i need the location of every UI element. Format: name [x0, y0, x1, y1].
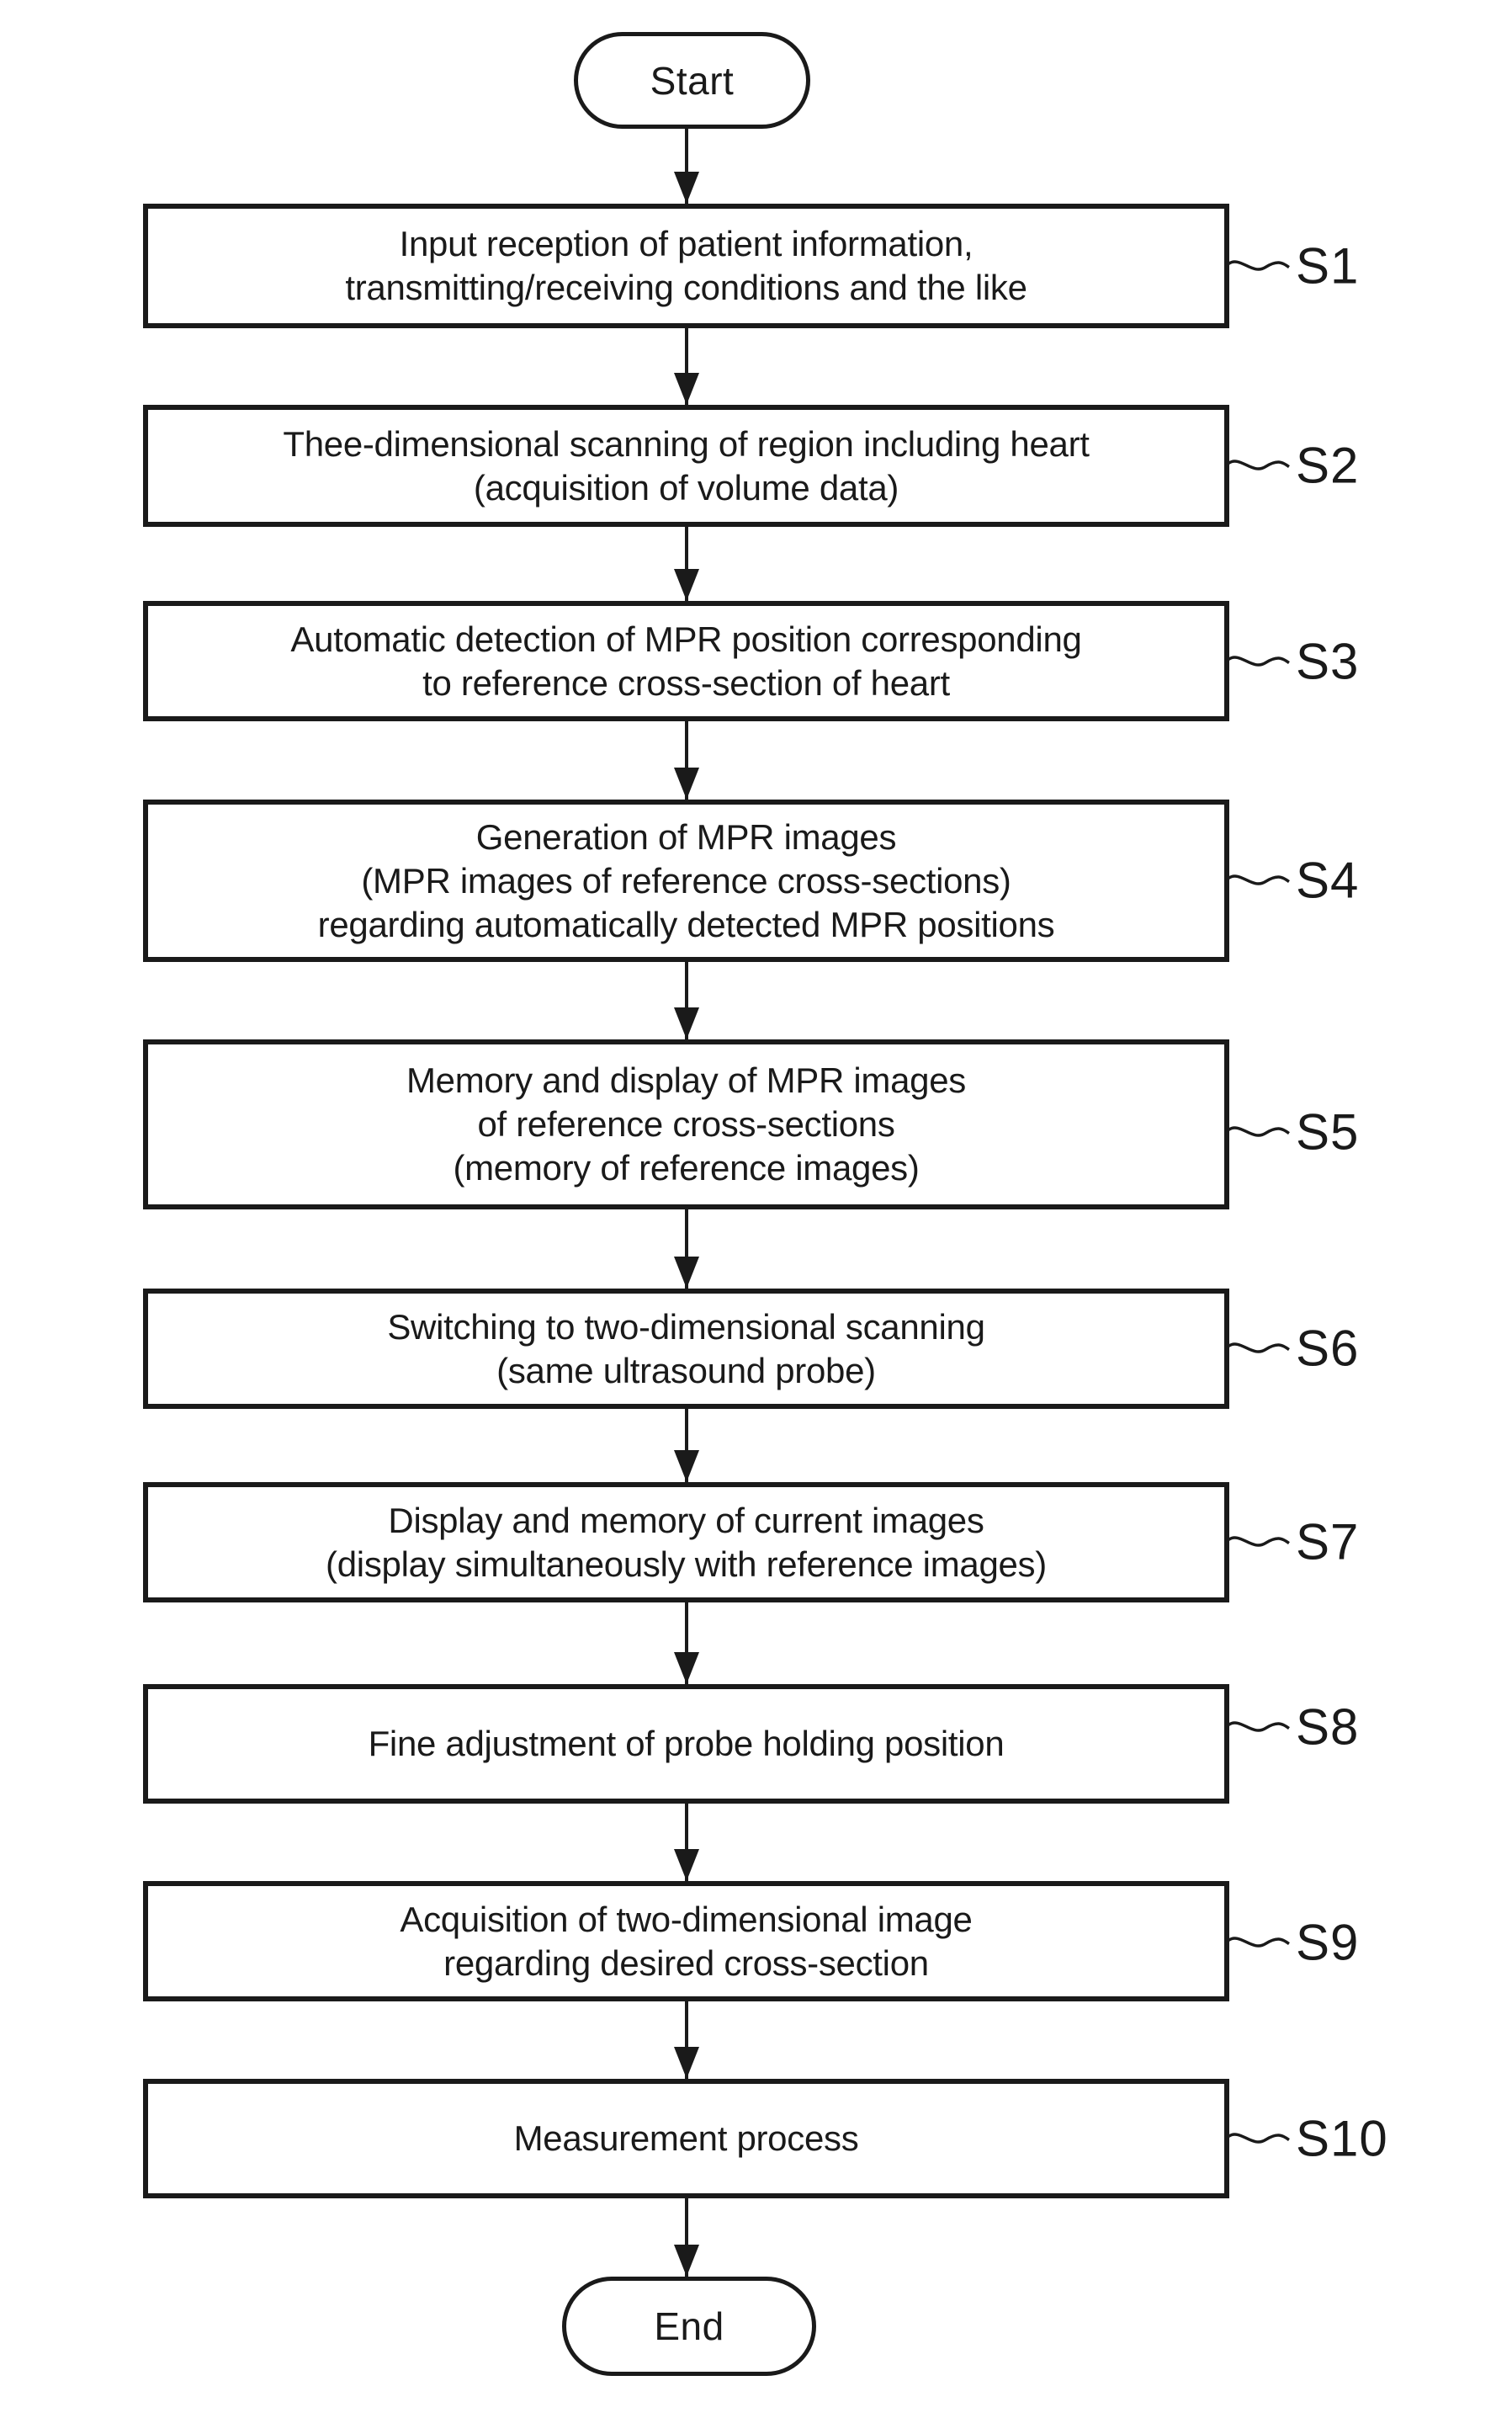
step-text-line: Memory and display of MPR images	[406, 1060, 966, 1100]
step-label-s10: S10	[1227, 2110, 1388, 2168]
step-text-line: transmitting/receiving conditions and th…	[345, 268, 1027, 307]
label-connector	[1227, 459, 1290, 470]
step-id: S6	[1296, 1320, 1360, 1377]
step-label-s8: S8	[1227, 1698, 1359, 1756]
step-label-s5: S5	[1227, 1103, 1359, 1161]
label-connector	[1227, 1342, 1290, 1353]
step-label-s4: S4	[1227, 852, 1359, 910]
label-connector	[1227, 874, 1290, 885]
label-connector	[1227, 2132, 1290, 2144]
label-connector	[1227, 655, 1290, 667]
step-id: S7	[1296, 1513, 1360, 1570]
step-text-line: Measurement process	[513, 2118, 859, 2158]
flow-arrow	[685, 525, 688, 601]
step-label-s1: S1	[1227, 237, 1359, 295]
step-text: Input reception of patient information, …	[345, 222, 1027, 310]
step-id: S3	[1296, 633, 1360, 690]
start-terminal: Start	[574, 32, 810, 129]
step-id: S4	[1296, 852, 1360, 909]
step-id: S9	[1296, 1914, 1360, 1971]
step-text-line: (same ultrasound probe)	[496, 1350, 876, 1390]
flow-arrow	[685, 1407, 688, 1482]
step-text-line: to reference cross-section of heart	[422, 662, 950, 703]
step-text-line: Switching to two-dimensional scanning	[387, 1306, 985, 1347]
step-text: Fine adjustment of probe holding positio…	[369, 1722, 1005, 1766]
step-text: Automatic detection of MPR position corr…	[290, 618, 1081, 705]
step-text-line: (memory of reference images)	[453, 1148, 920, 1188]
flow-arrow	[685, 1601, 688, 1684]
step-text-line: (acquisition of volume data)	[473, 467, 899, 508]
step-label-s9: S9	[1227, 1914, 1359, 1972]
step-id: S8	[1296, 1698, 1360, 1756]
step-box-s5: Memory and display of MPR images of refe…	[143, 1039, 1229, 1209]
step-text: Acquisition of two-dimensional image reg…	[400, 1898, 973, 1985]
step-box-s7: Display and memory of current images (di…	[143, 1482, 1229, 1602]
step-box-s3: Automatic detection of MPR position corr…	[143, 601, 1229, 721]
step-text-line: Input reception of patient information,	[399, 224, 974, 263]
step-id: S1	[1296, 237, 1360, 295]
step-box-s2: Thee-dimensional scanning of region incl…	[143, 405, 1229, 527]
flow-arrow	[685, 327, 688, 405]
step-text-line: (display simultaneously with reference i…	[326, 1544, 1047, 1584]
step-text-line: (MPR images of reference cross-sections)	[361, 860, 1011, 901]
step-text: Memory and display of MPR images of refe…	[406, 1059, 966, 1190]
step-text: Thee-dimensional scanning of region incl…	[283, 422, 1090, 510]
step-box-s1: Input reception of patient information, …	[143, 204, 1229, 328]
step-text-line: Thee-dimensional scanning of region incl…	[283, 423, 1090, 464]
step-text: Display and memory of current images (di…	[326, 1499, 1047, 1586]
flow-arrow	[685, 1802, 688, 1881]
start-label: Start	[650, 58, 735, 103]
step-id: S2	[1296, 437, 1360, 494]
step-text-line: Generation of MPR images	[475, 816, 897, 857]
step-label-s3: S3	[1227, 633, 1359, 691]
step-text-line: Automatic detection of MPR position corr…	[290, 619, 1082, 659]
label-connector	[1227, 1125, 1290, 1137]
label-connector	[1227, 1936, 1290, 1948]
step-label-s6: S6	[1227, 1320, 1359, 1378]
step-label-s7: S7	[1227, 1513, 1359, 1571]
step-text-line: Fine adjustment of probe holding positio…	[368, 1724, 1005, 1763]
step-box-s6: Switching to two-dimensional scanning (s…	[143, 1289, 1229, 1409]
flow-arrow	[685, 720, 688, 800]
label-connector	[1227, 259, 1290, 271]
step-box-s9: Acquisition of two-dimensional image reg…	[143, 1881, 1229, 2001]
step-box-s10: Measurement process	[143, 2079, 1229, 2198]
step-id: S5	[1296, 1103, 1360, 1161]
step-text: Generation of MPR images (MPR images of …	[318, 816, 1055, 947]
end-label: End	[654, 2304, 724, 2348]
step-box-s4: Generation of MPR images (MPR images of …	[143, 800, 1229, 962]
label-connector	[1227, 1535, 1290, 1547]
end-terminal: End	[562, 2277, 816, 2376]
step-text-line: Display and memory of current images	[388, 1500, 984, 1540]
step-text-line: of reference cross-sections	[477, 1104, 895, 1144]
label-connector	[1227, 1720, 1290, 1732]
step-text-line: regarding desired cross-section	[443, 1942, 929, 1983]
step-text-line: regarding automatically detected MPR pos…	[317, 904, 1055, 944]
flow-arrow	[685, 960, 688, 1039]
step-label-s2: S2	[1227, 437, 1359, 495]
step-text-line: Acquisition of two-dimensional image	[400, 1899, 973, 1939]
step-text: Measurement process	[514, 2117, 859, 2160]
step-text: Switching to two-dimensional scanning (s…	[387, 1305, 985, 1393]
step-id: S10	[1296, 2110, 1388, 2167]
flow-arrow	[685, 1208, 688, 1289]
step-box-s8: Fine adjustment of probe holding positio…	[143, 1684, 1229, 1804]
flow-arrow	[685, 126, 688, 204]
flow-arrow	[685, 2000, 688, 2079]
flow-arrow	[685, 2197, 688, 2277]
